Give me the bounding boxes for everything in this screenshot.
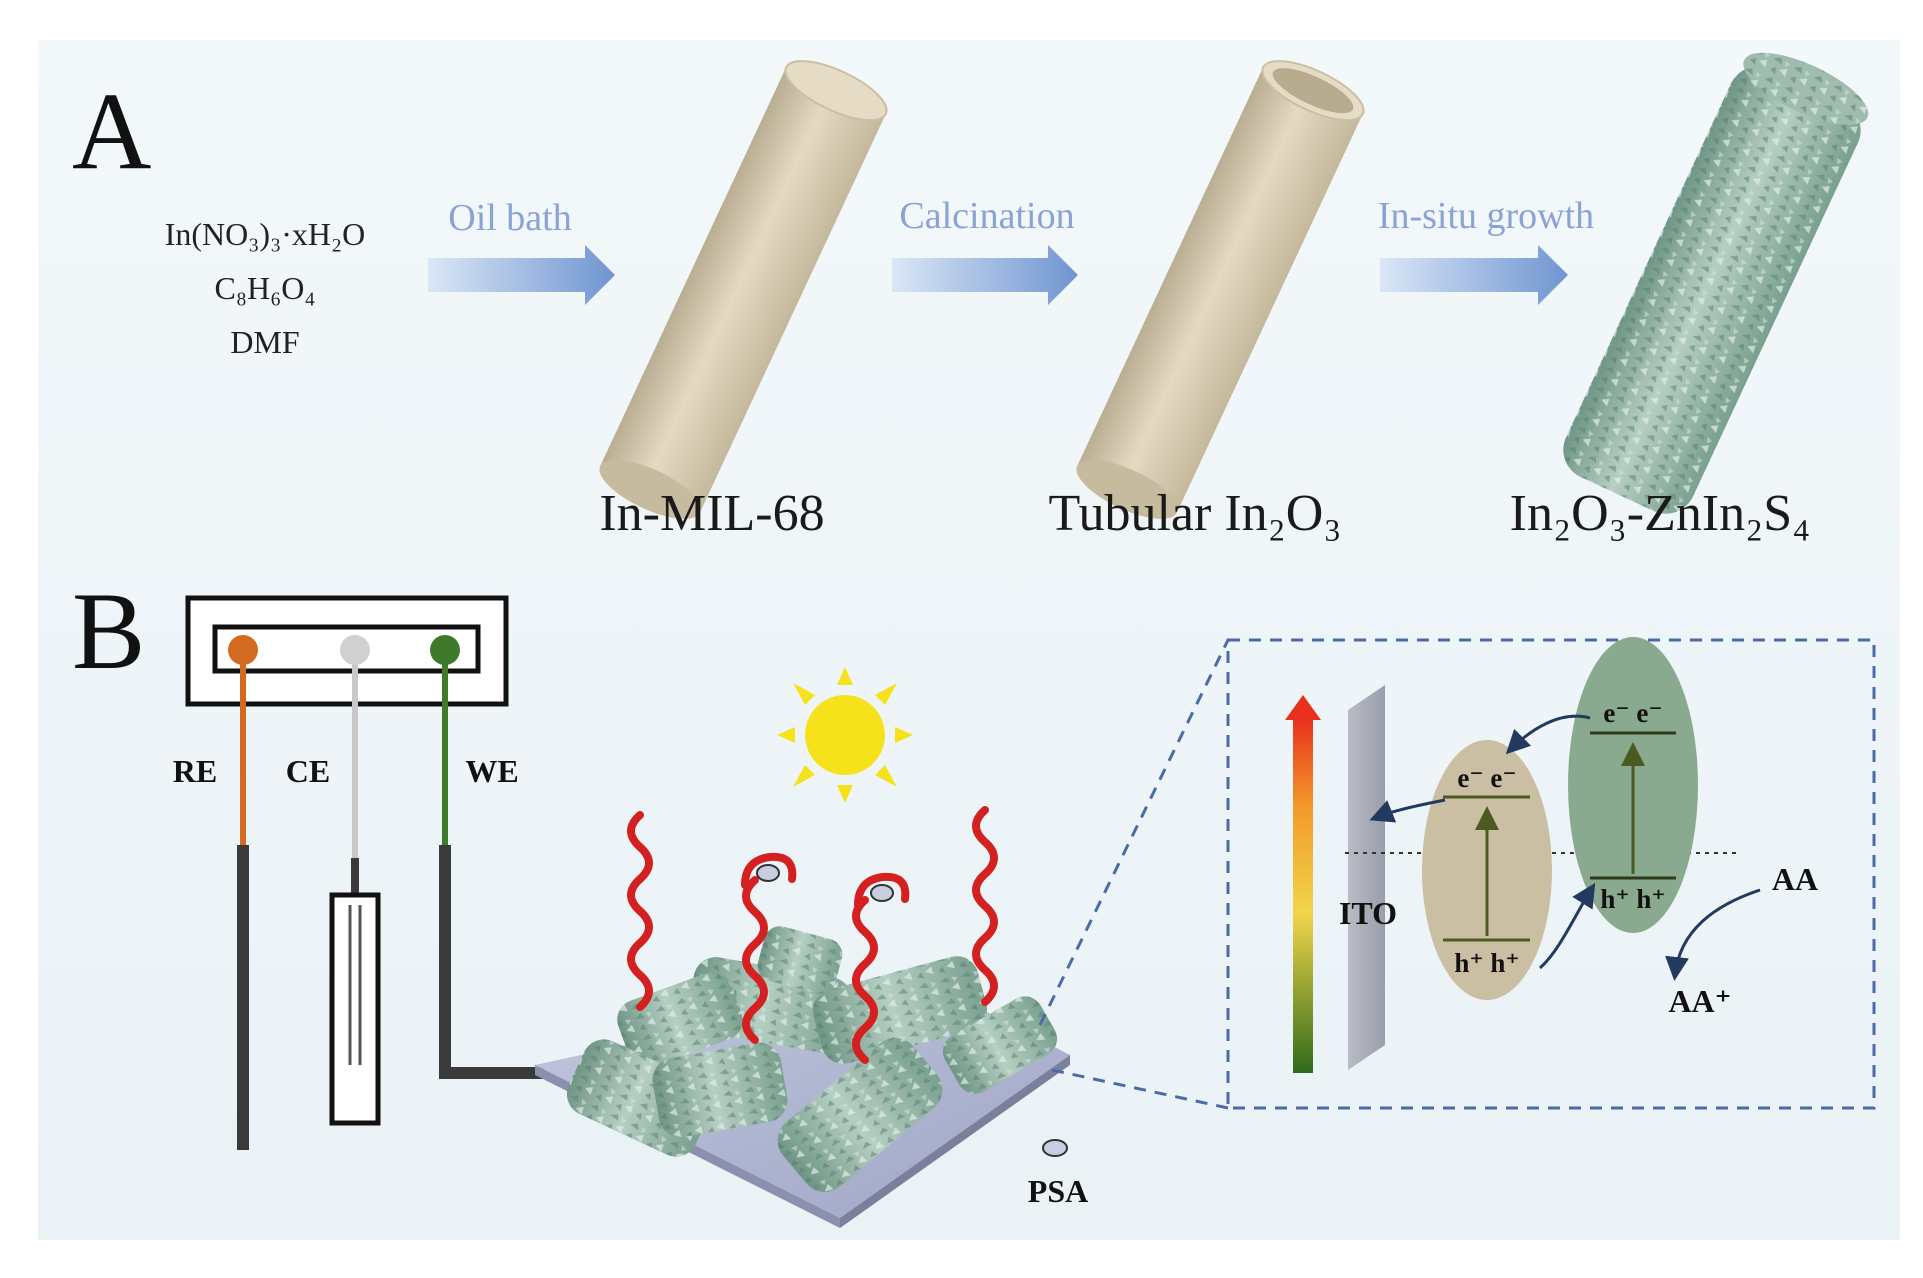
tube-cluster <box>566 926 1058 1192</box>
psa-label: PSA <box>1028 1173 1088 1209</box>
aa-oxidized-label: AA⁺ <box>1668 983 1731 1019</box>
step-calcination: Calcination <box>892 195 1078 305</box>
reference-electrode: RE <box>173 635 258 1150</box>
working-electrode: WE <box>430 635 545 1079</box>
inset-box <box>1226 638 1876 1110</box>
panel-b-label: B <box>72 570 145 692</box>
product-label: Tubular In₂O₃ <box>1049 485 1342 542</box>
electron-label: e⁻ e⁻ <box>1603 698 1662 728</box>
hole-transfer-arrow <box>1538 882 1596 970</box>
reagent-item: DMF <box>230 324 299 360</box>
re-label: RE <box>173 753 217 789</box>
panel-a-label: A <box>72 70 151 192</box>
product-label: In₂O₃-ZnIn₂S₄ <box>1510 485 1811 542</box>
electron-label: e⁻ e⁻ <box>1457 763 1516 793</box>
in2o3-znin2s4-tube <box>1563 52 1869 514</box>
step-label: Oil bath <box>448 197 571 239</box>
process-arrow <box>1380 245 1568 305</box>
step-label: In-situ growth <box>1378 195 1594 237</box>
ito-label: ITO <box>1339 895 1397 931</box>
zoom-connector <box>1038 639 1230 1026</box>
energy-arrow-head <box>1285 695 1321 720</box>
step-oil-bath: Oil bath <box>428 197 615 305</box>
energy-gradient-bar <box>1293 718 1313 1073</box>
aptamer-strand <box>972 806 998 1006</box>
reagent-item: In(NO₃)₃·xH₂O <box>165 216 366 252</box>
psa-molecule <box>870 884 894 902</box>
in-mil-68-tube <box>599 60 888 519</box>
ce-label: CE <box>286 753 330 789</box>
counter-electrode: CE <box>286 635 381 1126</box>
psa-molecule <box>756 864 780 882</box>
aptamer-strand <box>852 896 878 1064</box>
reagent-item: C₈H₆O₄ <box>214 270 315 306</box>
aptamer-strand <box>742 876 768 1044</box>
ito-electrode <box>1348 685 1385 1070</box>
tubular-in2o3-tube <box>1076 60 1365 519</box>
oxidation-arrow <box>1665 888 1761 981</box>
aptamer-strand <box>627 811 653 1011</box>
aptamer-loop <box>854 872 910 909</box>
we-label: WE <box>465 753 518 789</box>
step-in-situ-growth: In-situ growth <box>1378 195 1594 305</box>
electron-transfer-arrow <box>1505 714 1591 755</box>
aptamer-strands <box>627 806 998 1064</box>
hole-label: h⁺ h⁺ <box>1454 948 1519 978</box>
step-label: Calcination <box>899 195 1074 237</box>
aptamer-loop <box>741 852 797 889</box>
psa-legend-icon <box>1042 1139 1068 1157</box>
product-labels: In-MIL-68 Tubular In₂O₃ In₂O₃-ZnIn₂S₄ <box>599 485 1810 542</box>
product-label: In-MIL-68 <box>599 485 824 542</box>
energy-band-inset: ITO e⁻ e⁻ h⁺ h⁺ e⁻ e⁻ h⁺ h⁺ AA AA⁺ <box>1285 637 1818 1073</box>
reagent-list: In(NO₃)₃·xH₂O C₈H₆O₄ DMF <box>165 216 366 360</box>
aa-label: AA <box>1772 861 1818 897</box>
electron-transfer-arrow <box>1369 798 1446 823</box>
hole-label: h⁺ h⁺ <box>1600 884 1665 914</box>
ito-plate-edge <box>840 1055 1070 1228</box>
sun-icon <box>777 667 913 803</box>
process-arrow <box>892 245 1078 305</box>
zoom-connector <box>1051 1068 1229 1110</box>
process-arrow <box>428 245 615 305</box>
